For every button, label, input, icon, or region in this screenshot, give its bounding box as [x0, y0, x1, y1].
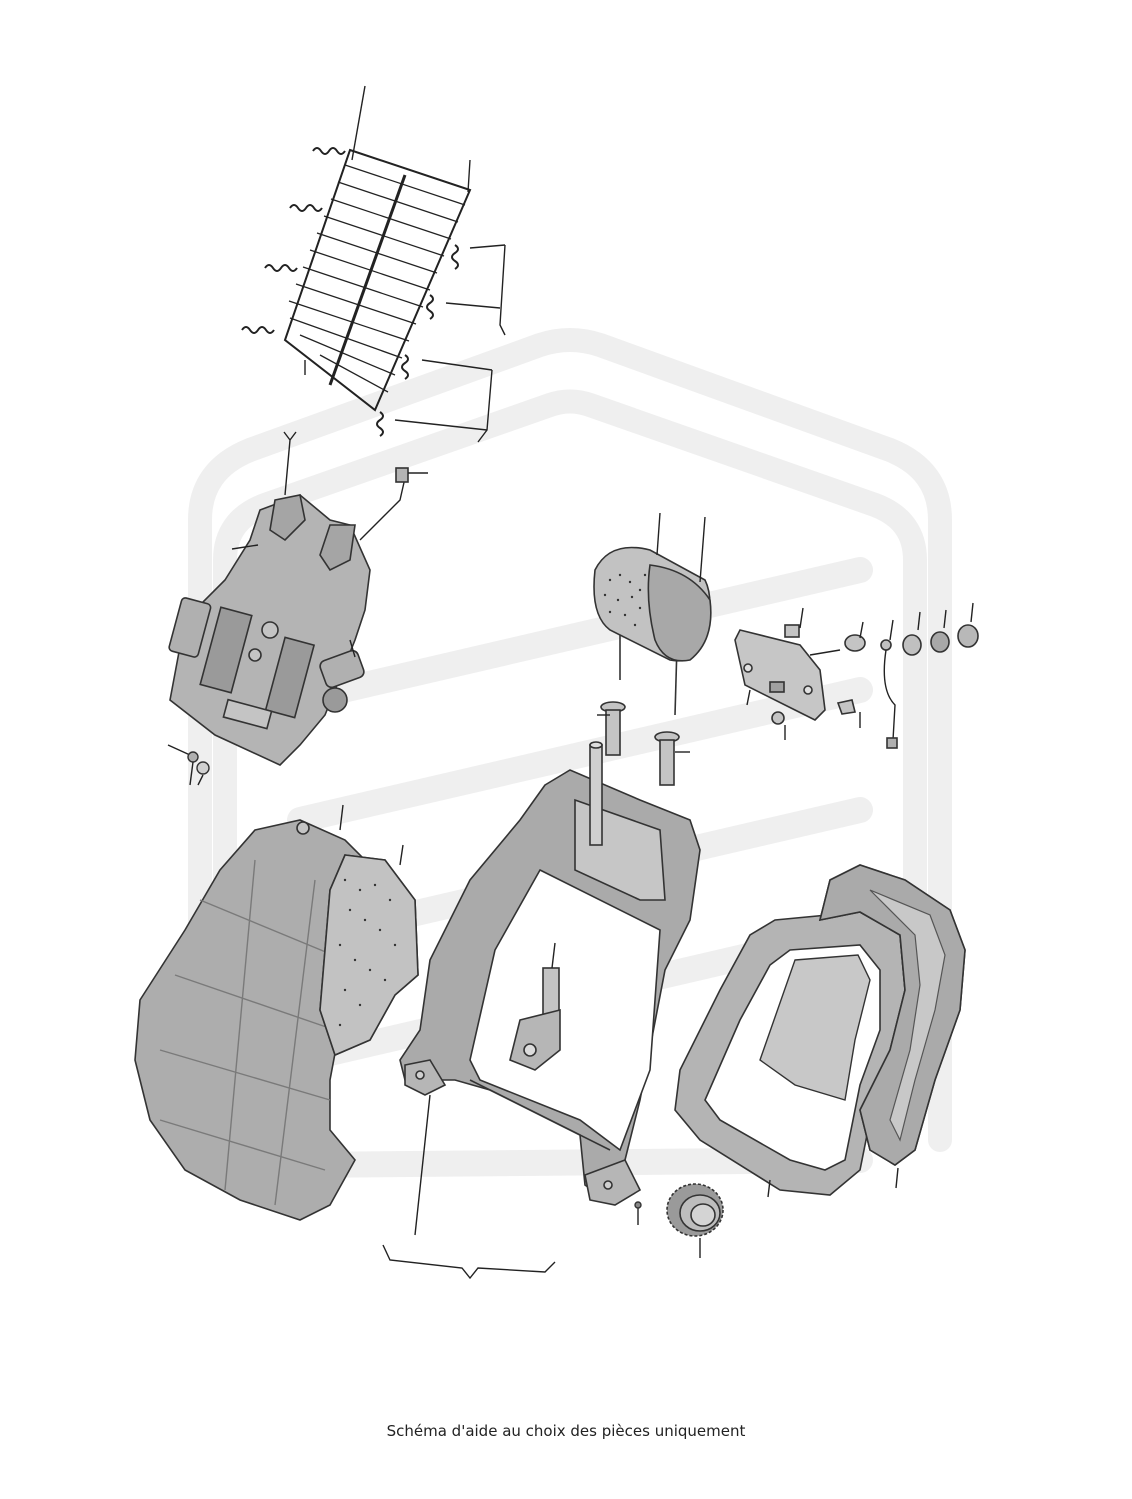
spring-mat-icon [241, 85, 472, 437]
electric-motor-icon [168, 597, 365, 713]
headrest-icon [593, 512, 712, 716]
sensor-cable-icon [880, 619, 898, 749]
headrest-guide-sleeve-icon [597, 701, 690, 786]
clip-fastener-icon-row [902, 602, 979, 656]
clip-fastener-icon [167, 744, 210, 786]
rear-shell-icon [818, 864, 966, 1189]
trim-frame-icon [674, 911, 906, 1198]
small-fastener-group [771, 607, 866, 740]
frame-leader-lines [382, 1094, 642, 1280]
spring-leader-lines [304, 244, 506, 443]
watermark-logo [188, 328, 952, 1152]
plastic-back-panel-icon [169, 431, 428, 766]
diagram-caption: Schéma d'aide au choix des pièces unique… [386, 1422, 746, 1440]
perforated-cover-icon [319, 844, 419, 1057]
adjust-knob-icon [666, 1183, 724, 1258]
foam-cushion-icon [134, 804, 386, 1221]
mounting-bracket-icon [734, 629, 841, 721]
recliner-mechanism-icon [509, 942, 561, 1071]
